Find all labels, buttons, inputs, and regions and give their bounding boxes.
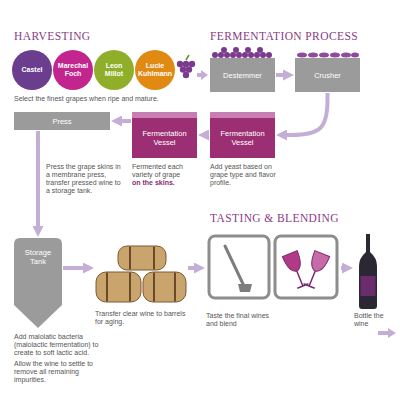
grape — [180, 66, 186, 72]
crushed-grape — [297, 53, 307, 58]
node-label: Lucie Kuhlmann — [138, 62, 172, 78]
process-box: Destemmer — [210, 58, 275, 92]
barrels — [96, 246, 186, 302]
glass-stem — [297, 271, 303, 286]
grape — [177, 61, 183, 67]
grape-variety-circle: Lucie Kuhlmann — [135, 50, 175, 90]
wine-glass — [302, 251, 330, 289]
grape-variety-circle: Castel — [12, 50, 52, 90]
frame — [275, 236, 337, 298]
node-label: Marechal Foch — [56, 62, 90, 78]
wine-bottle — [359, 234, 377, 309]
grape — [257, 47, 263, 53]
barrel-hoop — [153, 247, 155, 270]
fermentation-vessel: Fermentation Vessel — [132, 112, 197, 158]
grape-variety-circle: Marechal Foch — [53, 50, 93, 90]
glass-bowl — [308, 251, 330, 275]
grape — [183, 72, 189, 78]
node-label: Press — [52, 117, 71, 126]
node-label: Castel — [21, 66, 42, 74]
barrel-hoop — [106, 273, 108, 302]
step-note: Add malolatic bacteria (malolactic ferme… — [14, 333, 110, 357]
barrel — [143, 272, 186, 302]
grape — [186, 66, 192, 72]
illustration-space — [95, 240, 187, 310]
flow-arrow — [119, 119, 131, 123]
bottling-step: Bottle the wine — [354, 232, 384, 328]
grape-stem — [186, 55, 189, 60]
illustration-space — [354, 232, 384, 312]
grape-variety-circle: Leon Millot — [94, 50, 134, 90]
barrel — [96, 272, 141, 302]
step-caption: Taste the final wines and blend — [206, 312, 282, 328]
node-label: Leon Millot — [97, 62, 131, 78]
wine-glass — [282, 251, 310, 289]
blending-box — [275, 236, 337, 298]
glass-base — [304, 284, 315, 288]
grape-icon — [177, 55, 195, 78]
step-note: Add yeast based on grape type and flavor… — [210, 163, 282, 187]
process-box: Crusher — [295, 58, 360, 92]
flow-arrow — [188, 266, 197, 270]
press-box: Press — [14, 112, 110, 130]
grapes-in-destemmer — [212, 47, 272, 58]
grape — [221, 47, 227, 53]
node-label: Fermentation Vessel — [135, 129, 194, 147]
node-label: Destemmer — [223, 71, 262, 80]
step-note: Select the finest grapes when ripe and m… — [14, 95, 204, 103]
fermentation-vessel: Fermentation Vessel — [210, 112, 275, 158]
barrel-hoop — [174, 273, 176, 302]
barrel-hoop — [129, 273, 131, 302]
wine-thief — [225, 246, 244, 286]
frame — [209, 236, 269, 298]
arrow-head — [388, 328, 396, 338]
barrel-hoop — [129, 247, 131, 270]
flow-arrow — [197, 70, 208, 80]
glass-stem — [309, 271, 315, 286]
barrel-step: Transfer clear wine to barrels for aging… — [95, 240, 187, 326]
crushed-grape — [351, 53, 359, 58]
node-label: Storage Tank — [17, 248, 59, 266]
illustration-space — [206, 235, 340, 312]
section-heading: FERMENTATION PROCESS — [210, 30, 358, 43]
flow-arrow — [63, 266, 86, 270]
barrel-hoop — [153, 273, 155, 302]
grape — [189, 61, 195, 67]
flow-arrow — [206, 133, 209, 137]
tasting-cup — [238, 284, 252, 292]
barrel — [118, 246, 166, 270]
crushed-grape — [308, 53, 318, 58]
step-note: Allow the wine to settle to remove all r… — [14, 360, 110, 384]
crushed-grape — [341, 53, 351, 58]
step-note: Fermented each variety of grape — [132, 163, 200, 179]
grape — [183, 61, 189, 67]
crushed-grape — [330, 53, 340, 58]
section-heading: TASTING & BLENDING — [210, 212, 339, 225]
flow-arrow — [284, 93, 328, 135]
step-caption: Transfer clear wine to barrels for aging… — [95, 310, 187, 326]
section-heading: HARVESTING — [14, 30, 91, 43]
crushed-grapes — [297, 53, 359, 58]
step-caption: Bottle the wine — [354, 312, 384, 328]
tank-body — [14, 238, 62, 328]
tasting-box — [209, 236, 269, 298]
tasting-step: Taste the final wines and blend — [206, 235, 340, 328]
bottle-body — [359, 234, 377, 309]
node-label: Crusher — [314, 71, 341, 80]
flow-arrow — [36, 131, 40, 229]
flow-arrow — [378, 328, 396, 338]
arrow-head — [201, 70, 208, 80]
bottle-label — [361, 276, 376, 296]
storage-tank: Storage Tank — [14, 238, 62, 328]
step-note: Press the grape skins in a membrane pres… — [46, 163, 124, 195]
crushed-grape — [319, 53, 329, 58]
flow-arrow — [276, 73, 286, 77]
grape — [233, 47, 239, 53]
flow-arrow — [341, 266, 345, 270]
step-note-emphasis: on the skins. — [132, 179, 200, 187]
grape — [245, 47, 251, 53]
arrow-shaft — [378, 331, 389, 335]
node-label: Fermentation Vessel — [213, 129, 272, 147]
glass-bowl — [282, 251, 304, 275]
